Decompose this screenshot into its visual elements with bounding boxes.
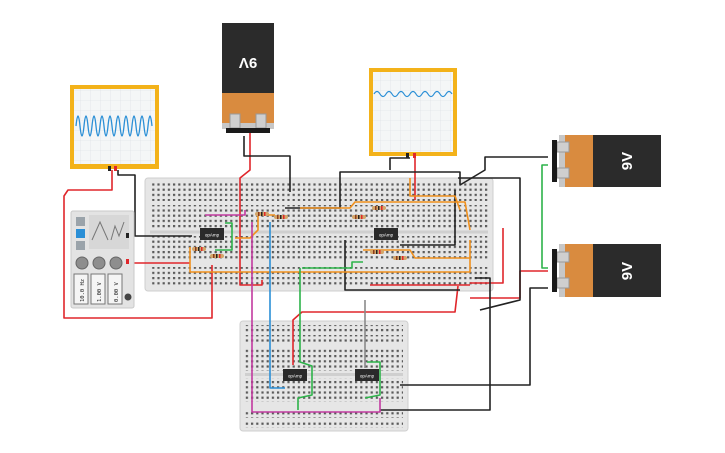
offset-knob[interactable] bbox=[109, 256, 123, 270]
waveform-triangle-button[interactable] bbox=[76, 241, 85, 250]
wire-black bbox=[458, 177, 521, 311]
breadboard-lower[interactable] bbox=[239, 320, 409, 432]
wire-red bbox=[470, 228, 504, 284]
oscilloscope-left[interactable] bbox=[70, 85, 159, 171]
chip-label: opAmp bbox=[379, 233, 394, 238]
wire-black bbox=[243, 136, 291, 192]
resistors[interactable] bbox=[192, 206, 407, 260]
battery-right-upper[interactable]: 9V bbox=[552, 135, 661, 187]
opamp-chip-main-right[interactable]: opAmp bbox=[374, 228, 398, 240]
waveform-square-button[interactable] bbox=[76, 217, 85, 226]
wire-orange bbox=[189, 247, 250, 273]
chip-label: opAmp bbox=[288, 374, 303, 379]
battery-label: 9V bbox=[619, 152, 636, 170]
wire-black bbox=[400, 287, 548, 386]
wire-black bbox=[400, 190, 456, 246]
offset-readout: 0.00 V bbox=[114, 281, 120, 302]
wire-purple bbox=[251, 222, 381, 413]
wire-orange bbox=[409, 178, 461, 211]
amplitude-knob[interactable] bbox=[92, 256, 106, 270]
wire-blue bbox=[269, 222, 285, 389]
battery-label: 9V bbox=[619, 262, 636, 280]
wire-orange bbox=[363, 249, 470, 259]
frequency-knob[interactable] bbox=[75, 256, 89, 270]
frequency-readout: 10.0 Hz bbox=[80, 279, 86, 302]
battery-top[interactable]: 9V bbox=[222, 23, 274, 133]
wire-green bbox=[215, 222, 233, 251]
battery-label: 9V bbox=[239, 54, 257, 71]
wire-orange bbox=[300, 201, 471, 231]
wire-black bbox=[344, 240, 460, 291]
waveform-small-sine bbox=[373, 90, 453, 98]
oscilloscope-right[interactable] bbox=[369, 68, 457, 158]
wire-black bbox=[389, 157, 410, 170]
wire-green bbox=[541, 164, 548, 269]
waveform-large-sine bbox=[75, 115, 153, 137]
breadboard-main[interactable] bbox=[144, 177, 494, 292]
wire-red bbox=[239, 130, 263, 286]
wire-red bbox=[292, 285, 459, 365]
wire-red bbox=[63, 170, 213, 319]
opamp-chip-lower-left[interactable]: opAmp bbox=[283, 369, 307, 381]
waveform-sine-button[interactable] bbox=[76, 229, 85, 238]
opamp-chip-lower-right[interactable]: opAmp bbox=[355, 369, 379, 381]
chip-label: opAmp bbox=[360, 374, 375, 379]
battery-right-lower[interactable]: 9V bbox=[552, 244, 661, 297]
wire-black bbox=[380, 277, 491, 411]
wires bbox=[63, 130, 548, 413]
chip-label: opAmp bbox=[205, 233, 220, 238]
power-switch[interactable] bbox=[124, 293, 132, 301]
wire-green bbox=[302, 261, 363, 269]
wire-orange bbox=[250, 240, 471, 273]
wire-green bbox=[297, 268, 313, 410]
opamp-chip-main-left[interactable]: opAmp bbox=[200, 228, 224, 240]
wire-green bbox=[364, 361, 381, 399]
wire-black bbox=[117, 170, 192, 237]
wire-purple bbox=[205, 210, 246, 216]
function-generator[interactable]: 10.0 Hz 1.00 V 0.00 V bbox=[70, 210, 135, 309]
amplitude-readout: 1.00 V bbox=[97, 281, 103, 302]
